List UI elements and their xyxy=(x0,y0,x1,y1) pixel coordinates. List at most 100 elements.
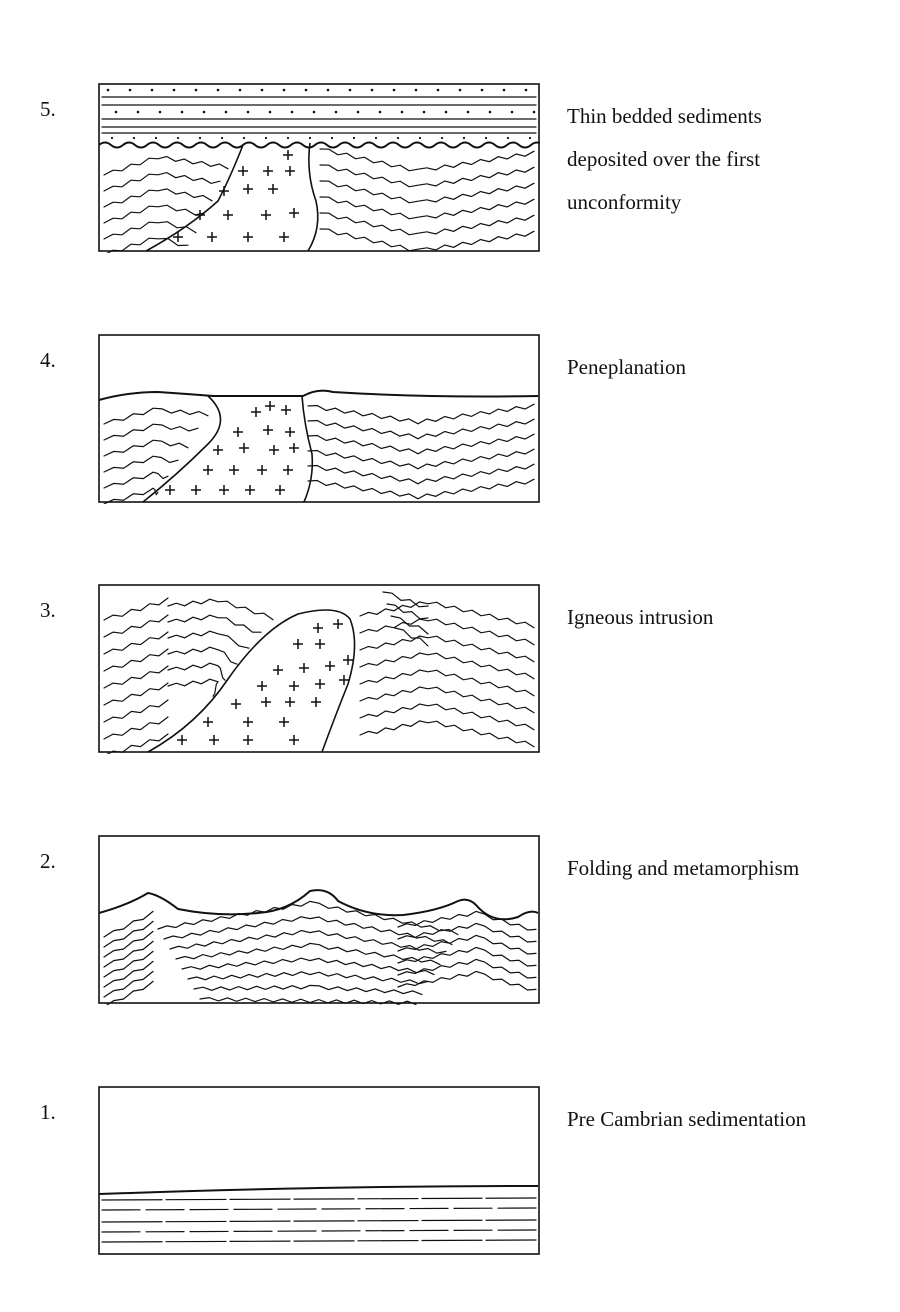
stratum-line xyxy=(307,478,535,500)
stratum-line xyxy=(307,448,535,470)
stage-1: 1. Pre Cambrian sedimentation xyxy=(0,1086,900,1266)
caption-line: Peneplanation xyxy=(567,355,686,379)
unconformity-surface xyxy=(98,141,540,149)
plus-symbol xyxy=(263,166,273,176)
plus-symbol xyxy=(203,465,213,475)
stratum-line xyxy=(103,423,199,441)
horizontal-sediment-beds xyxy=(101,1197,537,1243)
sediment-dot xyxy=(158,110,162,114)
stage-number: 5. xyxy=(40,97,56,121)
stratum-line xyxy=(103,648,169,672)
stratum-line xyxy=(307,463,535,485)
stratum-line xyxy=(103,171,221,192)
sediment-dot xyxy=(488,110,492,114)
stratum-line xyxy=(319,180,535,204)
caption-line: deposited over the first xyxy=(567,147,761,171)
plus-symbol xyxy=(281,405,291,415)
stage-2-cross-section xyxy=(98,835,540,1005)
stratum-line xyxy=(167,598,274,621)
sediment-dot xyxy=(444,110,448,114)
plus-symbol xyxy=(203,717,213,727)
plus-symbol xyxy=(219,485,229,495)
sediment-dot xyxy=(238,88,242,92)
stratum-line xyxy=(105,980,154,1005)
stage-number: 1. xyxy=(40,1100,56,1124)
sediment-dot xyxy=(370,88,374,92)
stratum-line xyxy=(359,703,535,731)
stratum-line xyxy=(103,407,209,425)
sediment-dot xyxy=(458,88,462,92)
stratum-line xyxy=(359,686,535,714)
plus-symbol xyxy=(269,445,279,455)
sediment-dot xyxy=(202,110,206,114)
sediment-dot xyxy=(510,110,514,114)
stratum-line xyxy=(397,922,537,943)
sediment-dot xyxy=(114,110,118,114)
plus-symbol xyxy=(229,465,239,475)
igneous-intrusion xyxy=(177,619,353,745)
stratum-line xyxy=(359,635,535,663)
stage-2: 2. Folding and metamorphism xyxy=(0,835,900,1015)
sediment-dot xyxy=(422,110,426,114)
stratum-line xyxy=(103,970,154,998)
plus-symbol xyxy=(311,697,321,707)
sediment-dot xyxy=(356,110,360,114)
plus-symbol xyxy=(251,407,261,417)
stratum-line xyxy=(319,164,535,188)
stratum-line xyxy=(103,940,154,968)
folded-strata xyxy=(103,148,535,253)
plus-symbol xyxy=(313,623,323,633)
stratum-line xyxy=(181,957,435,976)
stratum-line xyxy=(167,662,226,681)
section-frame xyxy=(98,835,540,1004)
sediment-bed xyxy=(101,1239,537,1243)
stratum-line xyxy=(103,920,154,948)
stratum-line xyxy=(319,228,535,252)
plus-symbol xyxy=(195,210,205,220)
plus-symbol xyxy=(213,445,223,455)
sediment-dot xyxy=(334,110,338,114)
sediment-dot xyxy=(216,88,220,92)
sediment-dot xyxy=(128,88,132,92)
sediment-dot xyxy=(440,136,444,140)
stratum-line xyxy=(103,930,154,958)
sediment-dot xyxy=(290,110,294,114)
stratum-line xyxy=(106,237,189,253)
sediment-dot xyxy=(150,88,154,92)
stratum-line xyxy=(103,597,169,621)
sediment-dot xyxy=(414,88,418,92)
sediment-dot xyxy=(308,136,312,140)
stratum-line xyxy=(103,699,169,723)
stage-4-cross-section xyxy=(98,334,540,504)
plus-symbol xyxy=(285,166,295,176)
section-frame xyxy=(98,334,540,503)
stratum-line xyxy=(307,403,535,425)
stage-4-caption: Peneplanation xyxy=(567,346,867,389)
plus-symbol xyxy=(289,208,299,218)
intrusion-contact xyxy=(307,142,319,252)
sediment-dot xyxy=(400,110,404,114)
intrusion-contact xyxy=(142,395,222,503)
sediment-dot xyxy=(392,88,396,92)
plus-symbol xyxy=(263,425,273,435)
plus-symbol xyxy=(289,443,299,453)
stratum-line xyxy=(319,196,535,220)
intrusion-contact xyxy=(147,609,356,753)
plus-symbol xyxy=(257,681,267,691)
plus-symbol xyxy=(273,665,283,675)
sediment-dot xyxy=(154,136,158,140)
sediment-dot xyxy=(194,88,198,92)
section-frame xyxy=(98,1086,540,1255)
plus-symbol xyxy=(279,717,289,727)
plus-symbol xyxy=(289,681,299,691)
stratum-line xyxy=(397,946,537,967)
stratum-line xyxy=(103,155,229,176)
caption-line: Thin bedded sediments xyxy=(567,104,762,128)
sediment-dot xyxy=(180,110,184,114)
sediment-dot xyxy=(110,136,114,140)
caption-line: Igneous intrusion xyxy=(567,605,714,629)
stratum-line xyxy=(103,950,154,978)
plus-symbol xyxy=(223,210,233,220)
igneous-intrusion xyxy=(165,401,299,495)
plus-symbol xyxy=(333,619,343,629)
